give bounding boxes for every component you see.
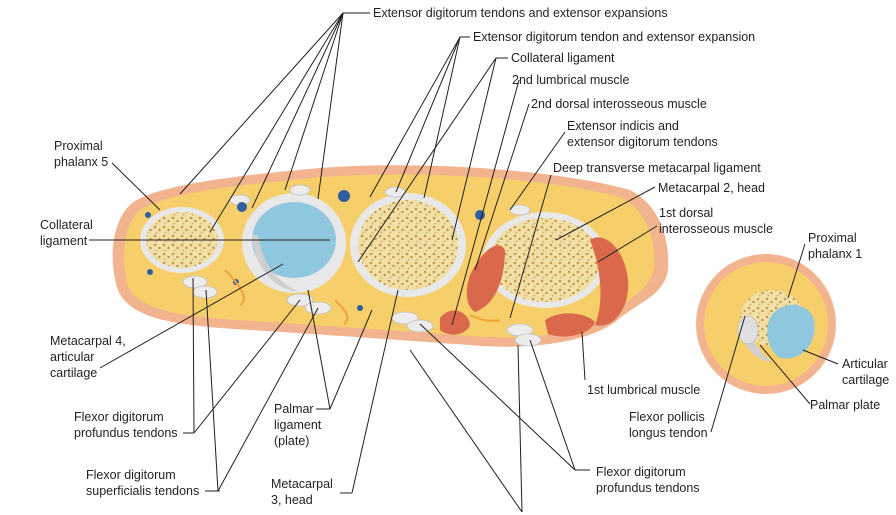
label-metacarpal-3-line2: 3, head (271, 493, 313, 507)
label-fpl-line1: Flexor pollicis (629, 410, 705, 424)
label-fdp-left-line2: profundus tendons (74, 426, 178, 440)
label-fdp-left-line1: Flexor digitorum (74, 410, 164, 424)
label-collateral-ligament-top: Collateral ligament (511, 51, 615, 65)
label-proximal-phalanx-1-line1: Proximal (808, 231, 857, 245)
label-2nd-dorsal-interosseous: 2nd dorsal interosseous muscle (531, 97, 707, 111)
label-fdp-right-line1: Flexor digitorum (596, 465, 686, 479)
label-metacarpal-3-line1: Metacarpal (271, 477, 333, 491)
label-1st-dorsal-interosseous-line1: 1st dorsal (659, 206, 714, 220)
label-extensor-tendon-expansion: Extensor digitorum tendon and extensor e… (473, 30, 756, 44)
label-extensor-indicis-line1: Extensor indicis and (567, 119, 679, 133)
label-deep-transverse-ligament: Deep transverse metacarpal ligament (553, 161, 761, 175)
label-proximal-phalanx-5-line2: phalanx 5 (54, 155, 109, 169)
metacarpal-2-head (490, 218, 600, 302)
label-metacarpal-2-head: Metacarpal 2, head (658, 181, 766, 195)
label-proximal-phalanx-5-line1: Proximal (54, 139, 103, 153)
label-articular-cartilage-line2: cartilage (842, 373, 890, 387)
label-metacarpal-4-line1: Metacarpal 4, (50, 334, 126, 348)
label-2nd-lumbrical: 2nd lumbrical muscle (512, 73, 630, 87)
label-metacarpal-4-line3: cartilage (50, 366, 98, 380)
label-extensor-indicis-line2: extensor digitorum tendons (567, 135, 718, 149)
metacarpal-3-head (358, 200, 458, 290)
thumb-articular-cartilage (767, 304, 815, 359)
label-metacarpal-4-line2: articular (50, 350, 95, 364)
label-1st-lumbrical: 1st lumbrical muscle (587, 383, 701, 397)
label-collateral-ligament-left-line1: Collateral (40, 218, 93, 232)
second-dorsal-interosseous (466, 245, 505, 312)
first-lumbrical (545, 313, 595, 337)
label-palmar-ligament-line3: (plate) (274, 434, 310, 448)
label-fpl-line2: longus tendon (629, 426, 708, 440)
label-fdp-right-line2: profundus tendons (596, 481, 700, 495)
label-articular-cartilage-line1: Articular (842, 357, 888, 371)
label-palmar-plate: Palmar plate (810, 398, 881, 412)
label-fds-line2: superficialis tendons (86, 484, 200, 498)
label-1st-dorsal-interosseous-line2: interosseous muscle (659, 222, 773, 236)
label-proximal-phalanx-1-line2: phalanx 1 (808, 247, 863, 261)
label-fds-line1: Flexor digitorum (86, 468, 176, 482)
first-dorsal-interosseous (590, 237, 629, 326)
second-lumbrical (440, 310, 470, 335)
label-extensor-tendons-expansions: Extensor digitorum tendons and extensor … (373, 6, 668, 20)
label-palmar-ligament-line2: ligament (274, 418, 322, 432)
label-collateral-ligament-left-line2: ligament (40, 234, 88, 248)
label-palmar-ligament-line1: Palmar (274, 402, 314, 416)
